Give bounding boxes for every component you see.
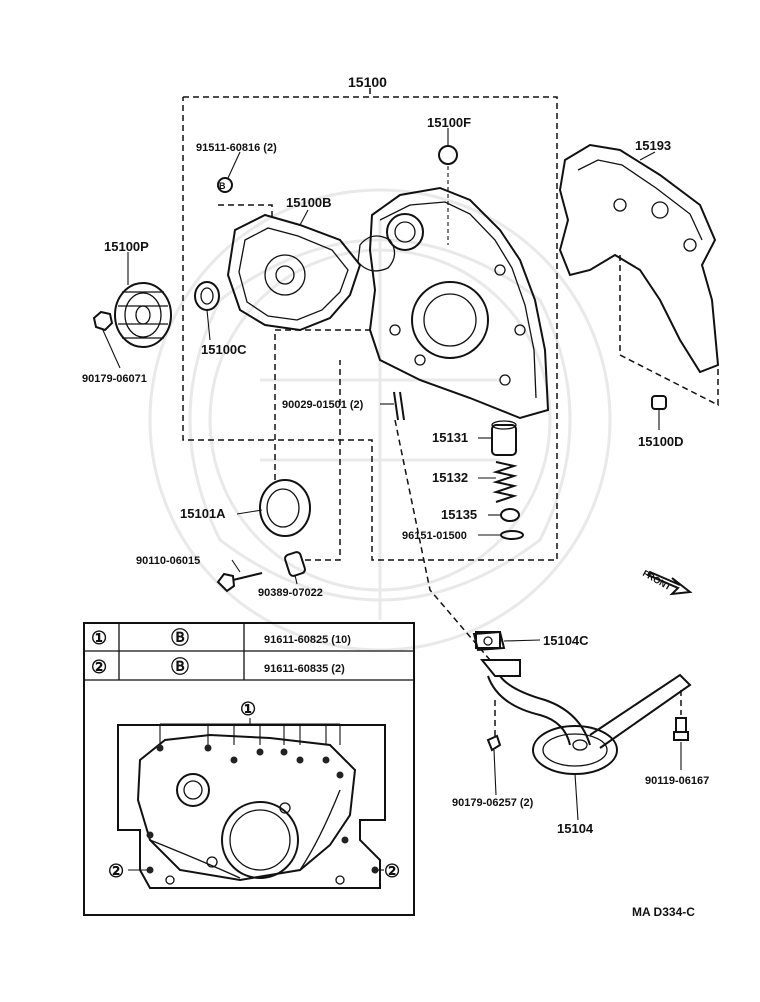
label-15135: 15135	[441, 507, 477, 522]
oil-pump-rotor-plate	[218, 204, 362, 332]
oil-seal-15101a	[259, 329, 370, 537]
bolt-location-diagram: ①	[108, 699, 400, 889]
stud-90029	[393, 391, 405, 421]
bolt-table: ① Ⓑ 91611-60825 (10) ② Ⓑ 91611-60835 (2)…	[83, 622, 415, 916]
timing-pulley-15100p	[92, 282, 172, 348]
label-90179-06071: 90179-06071	[82, 373, 147, 385]
reference-code: MA D334-C	[632, 905, 695, 919]
oil-pump-body	[357, 186, 550, 420]
label-15100c: 15100C	[201, 342, 247, 357]
label-90119: 90119-06167	[645, 775, 709, 787]
label-90179-06257: 90179-06257 (2)	[452, 797, 534, 809]
table-row2-part: 91611-60835 (2)	[264, 663, 345, 675]
snap-ring-96151	[500, 530, 524, 540]
callout-2-left: ②	[108, 861, 124, 881]
part-labels: 15100F 91511-60816 (2) 15100B 15100P 151…	[82, 115, 709, 836]
table-row2-key: ②	[91, 657, 107, 677]
assembly-label: 15100	[348, 74, 387, 90]
plug-15100f	[438, 145, 458, 245]
callout-1: ①	[240, 699, 256, 719]
table-row1-part: 91611-60825 (10)	[264, 634, 351, 646]
table-row2-type: Ⓑ	[171, 656, 189, 677]
gasket-15193	[558, 143, 720, 407]
label-90029: 90029-01501 (2)	[282, 399, 364, 411]
bolt-90110	[216, 572, 263, 593]
sleeve-90389	[284, 360, 341, 577]
label-15100f: 15100F	[427, 115, 471, 130]
retainer-15135	[500, 508, 520, 522]
label-15193: 15193	[635, 138, 671, 153]
label-15101a: 15101A	[180, 506, 226, 521]
dowel-pin-15100d	[651, 395, 667, 410]
label-90389: 90389-07022	[258, 587, 323, 599]
relief-valve-15131	[491, 420, 517, 456]
gasket-15104c	[472, 630, 506, 652]
svg-text:B: B	[219, 181, 226, 191]
front-direction-arrow: FRONT	[641, 568, 693, 596]
svg-text:FRONT: FRONT	[641, 568, 673, 592]
label-15132: 15132	[432, 470, 468, 485]
label-15100d: 15100D	[638, 434, 684, 449]
label-15104: 15104	[557, 821, 594, 836]
label-15100p: 15100P	[104, 239, 149, 254]
bolt-90119	[673, 690, 689, 741]
leader-lines	[101, 128, 682, 821]
table-row1-type: Ⓑ	[171, 627, 189, 648]
table-row1-key: ①	[91, 628, 107, 648]
oil-seal-15100c	[194, 281, 220, 311]
label-91511: 91511-60816 (2)	[196, 142, 277, 154]
spring-15132	[492, 461, 518, 503]
label-96151: 96151-01500	[402, 530, 467, 542]
bolt-91511: B	[217, 177, 233, 193]
label-15131: 15131	[432, 430, 468, 445]
watermark-logo	[148, 188, 612, 652]
bolt-90179b	[486, 734, 502, 752]
label-90110: 90110-06015	[136, 555, 200, 567]
callout-2-right: ②	[384, 861, 400, 881]
label-15104c: 15104C	[543, 633, 589, 648]
assembly-15100-bracket: 15100	[182, 74, 558, 561]
label-15100b: 15100B	[286, 195, 332, 210]
